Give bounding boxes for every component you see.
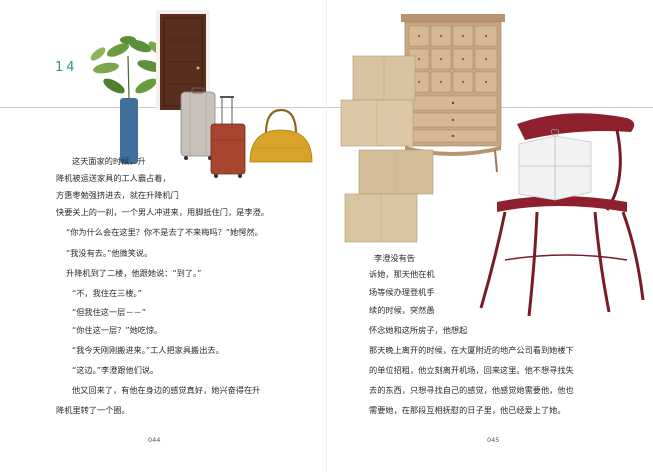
right-text-line-7: 的单位招租，他立刻离开机场，回来这里。他不想寻找失 <box>369 365 574 375</box>
right-text-line-3: 场等候办理登机手 <box>369 287 435 297</box>
chest-of-drawers-illustration <box>401 14 505 173</box>
left-text-line-2: 降机被运送家具的工人霸占着， <box>56 173 171 183</box>
left-text-line-5: “你为什么会在这里？你不是去了不来梅吗？”她愕然。 <box>66 227 263 237</box>
potted-plant-illustration <box>90 36 164 164</box>
right-page: 李澄没有告 诉她，那天他在机 场等候办理登机手 续的时候，突然愚 怀念她和这所房… <box>327 0 653 472</box>
book-gutter <box>326 0 327 472</box>
page-number-left: 044 <box>148 436 161 444</box>
cardboard-boxes-illustration <box>340 55 434 243</box>
right-text-line-9: 需要她，在那段互相抚慰的日子里，他已经爱上了她。 <box>369 405 566 415</box>
left-text-line-6: “我没有去。”他微笑说。 <box>66 248 153 258</box>
left-text-line-9: “但我住这一层－－” <box>72 307 146 317</box>
left-text-line-7: 升降机到了二楼，他跟她说：“到了。” <box>66 268 202 278</box>
red-suitcase-illustration <box>210 96 246 178</box>
right-text-line-8: 去的东西，只想寻找自己的感觉，他感觉她需要他，他也 <box>369 385 574 395</box>
left-text-line-8: “不，我住在三楼。” <box>72 288 142 298</box>
page-number-right: 045 <box>487 436 500 444</box>
left-page: 14 <box>0 0 326 472</box>
vase <box>120 98 138 164</box>
left-text-line-1: 这天面家的时候，升 <box>72 156 146 166</box>
left-text-line-12: “这边。”李澄跟他们说。 <box>72 365 159 375</box>
white-parcel-illustration <box>518 129 592 201</box>
left-text-line-13: 他又回来了，有他在身边的感觉真好，她兴奋得在升 <box>72 385 261 395</box>
left-text-line-14: 降机里转了一个圈。 <box>56 405 130 415</box>
right-text-line-4: 续的时候，突然愚 <box>369 305 435 315</box>
left-text-line-4: 快要关上的一刹，一个男人冲进来，用脚抵住门，是李澄。 <box>56 207 269 217</box>
handbag-illustration <box>249 108 313 163</box>
chapter-number: 14 <box>55 60 78 75</box>
left-text-line-11: “我今天刚刚搬进来。”工人把家具搬出去。 <box>72 345 224 355</box>
right-text-line-2: 诉她，那天他在机 <box>369 269 435 279</box>
red-chair-illustration <box>479 113 645 317</box>
right-text-line-5: 怀念她和这所房子，他想起 <box>369 325 468 335</box>
left-text-line-3: 方惠枣勉强挤进去，就在升降机门 <box>56 190 179 200</box>
right-text-line-6: 那天晚上离开的时候，在大厦附近的地产公司看到她楼下 <box>369 345 574 355</box>
right-text-line-1: 李澄没有告 <box>374 253 415 263</box>
grey-suitcase-illustration <box>180 87 216 160</box>
left-text-line-10: “你住这一层？”她吃惊。 <box>72 325 163 335</box>
